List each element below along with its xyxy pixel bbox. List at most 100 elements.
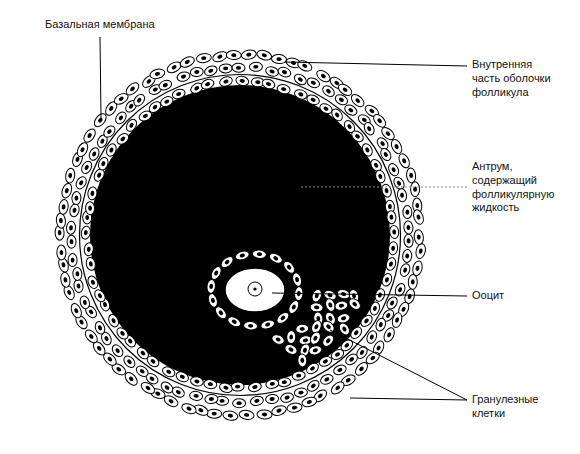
cell-nucleus <box>369 334 375 340</box>
cell-nucleus <box>269 397 275 401</box>
cell <box>293 88 308 101</box>
cell-body <box>190 67 204 78</box>
cell-nucleus <box>275 337 281 343</box>
cell <box>241 49 257 61</box>
cell-body <box>308 330 322 346</box>
cell-nucleus <box>136 97 142 103</box>
cell-nucleus <box>118 96 124 102</box>
cell-nucleus <box>236 401 241 405</box>
cell-nucleus <box>369 108 375 114</box>
cell-nucleus <box>61 204 66 210</box>
cell-body <box>283 342 299 356</box>
cell <box>412 209 426 226</box>
cell-nucleus <box>210 297 215 303</box>
cell <box>219 254 235 269</box>
cell-body <box>396 188 407 202</box>
cell-nucleus <box>312 335 318 341</box>
cell <box>66 221 76 235</box>
cell <box>85 257 97 272</box>
cell <box>94 320 107 335</box>
cell <box>389 138 404 155</box>
cell <box>308 330 322 346</box>
cell-nucleus <box>78 319 84 325</box>
cell-nucleus <box>400 192 405 198</box>
cell-body <box>268 251 284 265</box>
cell-body <box>276 83 291 95</box>
cell-body <box>65 168 76 184</box>
cell-nucleus <box>180 74 186 79</box>
cell-nucleus <box>140 350 146 356</box>
cell-body <box>406 167 416 183</box>
cell-nucleus <box>87 246 91 252</box>
cell-nucleus <box>310 97 316 103</box>
cell-body <box>87 186 98 200</box>
cell-body <box>83 328 100 345</box>
cell-body <box>205 394 219 404</box>
cell-nucleus <box>71 257 75 262</box>
cell <box>179 55 196 70</box>
cell-nucleus <box>150 358 156 364</box>
cell-nucleus <box>109 147 114 153</box>
cell-nucleus <box>324 377 330 383</box>
cell-body <box>171 88 186 100</box>
cell-nucleus <box>396 180 402 186</box>
basal-membrane <box>80 75 401 396</box>
cell <box>247 381 262 393</box>
cell-nucleus <box>407 238 411 243</box>
cell-nucleus <box>128 103 134 109</box>
cell <box>233 399 246 408</box>
cell-nucleus <box>355 97 361 103</box>
cell-nucleus <box>276 57 281 61</box>
cell-nucleus <box>284 395 290 400</box>
cell <box>243 321 258 331</box>
cell-body <box>349 92 366 109</box>
cell-body <box>403 206 412 219</box>
cell-nucleus <box>186 406 192 411</box>
cell <box>190 67 204 78</box>
cell <box>415 243 427 260</box>
cell-body <box>243 321 258 331</box>
cell-nucleus <box>72 207 77 213</box>
cell <box>265 394 279 405</box>
cell-body <box>271 54 287 64</box>
cell-body <box>374 169 387 184</box>
cell-body <box>297 354 307 368</box>
cell <box>211 50 228 64</box>
cell-body <box>124 117 138 133</box>
cell-nucleus <box>175 389 181 395</box>
cell <box>67 235 76 248</box>
cell-nucleus <box>394 143 400 149</box>
cell-body <box>247 381 262 393</box>
cell-nucleus <box>166 369 172 375</box>
cell-nucleus <box>338 303 344 308</box>
cell-nucleus <box>88 333 94 339</box>
cell <box>291 272 303 288</box>
cell-body <box>412 209 426 226</box>
cell-nucleus <box>102 302 107 308</box>
cell-nucleus <box>273 255 279 261</box>
cell <box>319 373 334 386</box>
cell-body <box>60 272 72 288</box>
cell-nucleus <box>376 118 382 124</box>
cell <box>139 380 156 396</box>
cell-nucleus <box>320 73 326 79</box>
cell-nucleus <box>149 376 155 382</box>
cell <box>69 203 81 218</box>
cell-nucleus <box>101 161 106 167</box>
cell-nucleus <box>80 147 86 153</box>
cell <box>83 328 100 345</box>
cell-nucleus <box>59 250 63 255</box>
cell-nucleus <box>255 80 260 84</box>
leader-line <box>272 293 467 296</box>
cell-body <box>107 313 121 329</box>
cell-nucleus <box>162 82 168 87</box>
cell-body <box>56 213 67 229</box>
cell-body <box>386 210 396 224</box>
cell-nucleus <box>379 140 385 146</box>
cell-body <box>218 382 233 395</box>
cell <box>207 292 219 308</box>
cell-nucleus <box>83 230 88 236</box>
cell-nucleus <box>61 262 66 268</box>
cell-nucleus <box>97 293 103 299</box>
cell-nucleus <box>288 347 294 353</box>
